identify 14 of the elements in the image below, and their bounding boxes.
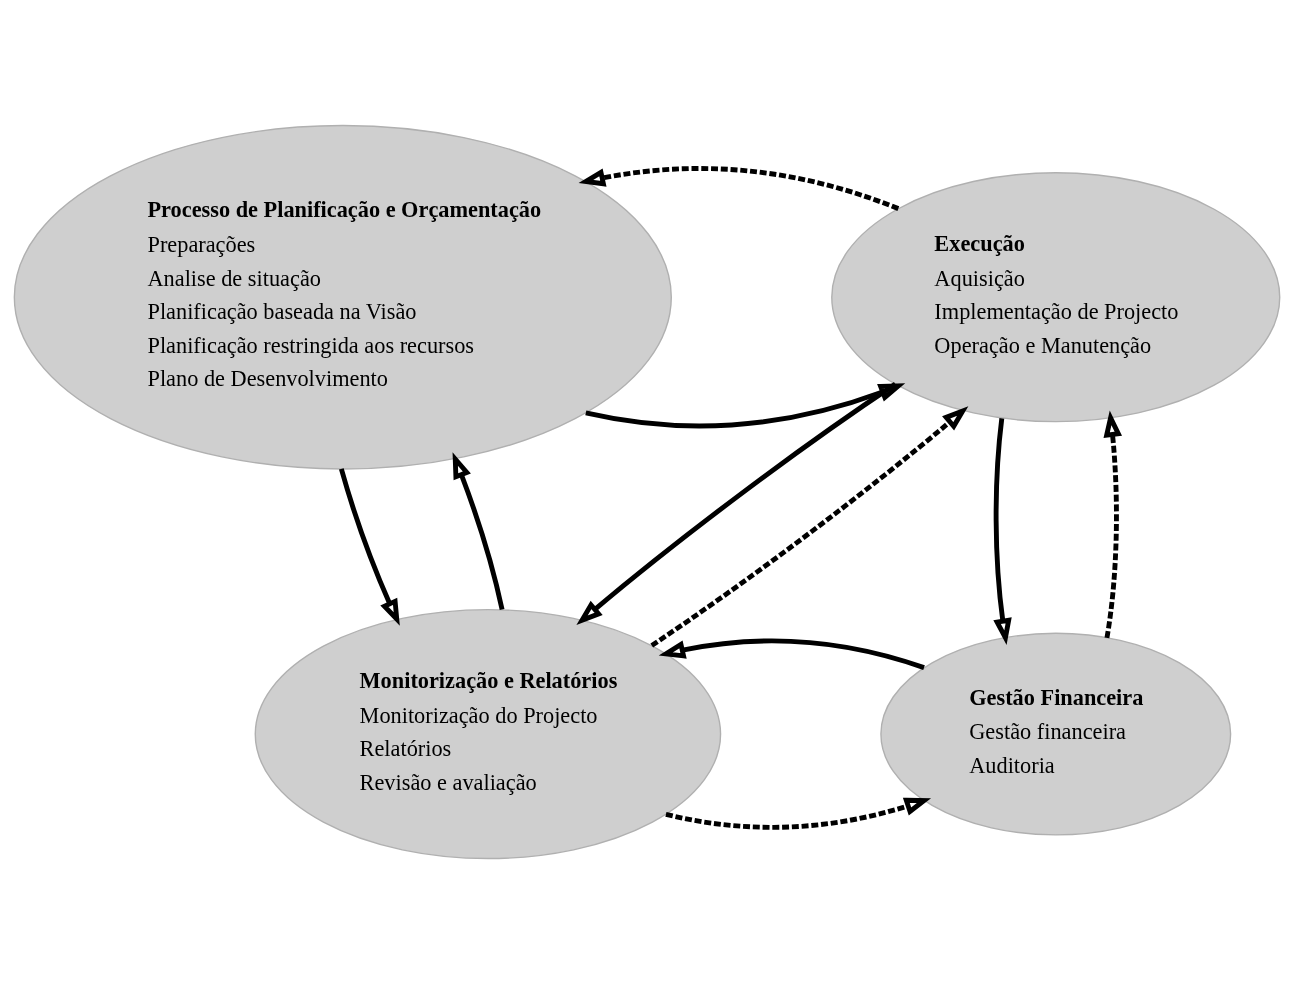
node-ellipse: Gestão Financeira Gestão financeira Auditoria xyxy=(880,632,1232,836)
arrow xyxy=(578,166,900,211)
arrow xyxy=(650,406,969,648)
arrow xyxy=(452,452,505,611)
arrow xyxy=(339,468,400,626)
arrow xyxy=(585,383,906,429)
arrow xyxy=(576,382,897,626)
node-ellipse: Execução Aquisição Implementação de Projecto Operação e Manutenção xyxy=(831,172,1281,423)
arrow xyxy=(993,418,1012,646)
node-ellipse: Processo de Planificação e Orçamentação Preparações Analise de situação Planificação baseada na Visão Planificação restringida aos recursos Plano de Desenvolvimento xyxy=(13,124,672,470)
arrow xyxy=(1103,410,1122,639)
arrow xyxy=(665,797,932,830)
arrow xyxy=(658,638,925,670)
node-ellipse: Monitorização e Relatórios Monitorização do Projecto Relatórios Revisão e avaliação xyxy=(254,608,722,860)
